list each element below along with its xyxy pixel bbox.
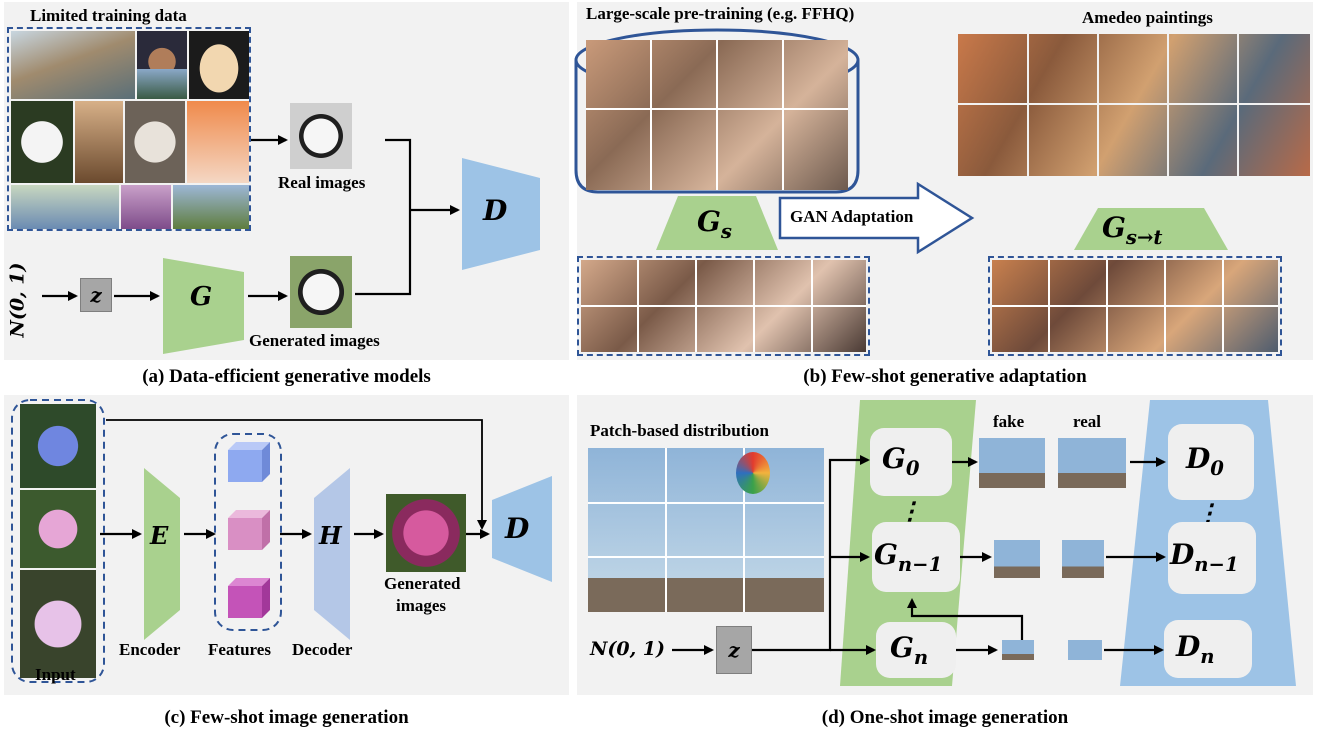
photo-dog (75, 101, 123, 183)
noise-label-a: N(0, 1) (6, 262, 29, 338)
input-dashed-group (11, 399, 105, 683)
real-label: real (1073, 412, 1102, 431)
connector-real (385, 138, 412, 210)
features-label: Features (208, 640, 271, 659)
photo-grumpy-cat (125, 101, 185, 183)
generated-panda-image (290, 256, 352, 328)
input-flower-2 (20, 490, 96, 568)
features-dashed-group (214, 433, 282, 631)
photo-venice (11, 31, 135, 99)
panel-c-background (4, 395, 569, 695)
discriminator-trapezoid-c (492, 476, 552, 582)
real-sample-0 (1058, 438, 1126, 488)
generator-label-a: G (190, 282, 213, 312)
fake-sample-n1 (994, 540, 1040, 578)
source-faces-grid (581, 260, 866, 352)
patch-distribution-label: Patch-based distribution (590, 421, 769, 440)
caption-c: (c) Few-shot image generation (164, 707, 409, 728)
decoder-trapezoid (314, 468, 350, 640)
dn-label: Dn (1176, 630, 1215, 668)
caption-d: (d) One-shot image generation (821, 707, 1069, 728)
ffhq-cylinder-body (574, 60, 860, 194)
gs-trapezoid (656, 196, 778, 250)
discriminator-label-c: D (505, 512, 530, 545)
fake-label: fake (993, 412, 1025, 431)
g0-box (870, 428, 952, 496)
input-flower-3 (20, 570, 96, 678)
gan-adaptation-arrow (778, 181, 975, 255)
dn1-label: Dn−1 (1170, 538, 1239, 576)
fake-sample-0 (979, 438, 1045, 488)
input-skip-connection (106, 419, 487, 530)
balloon-scene-patches (588, 448, 824, 612)
generated-images-label-c-1: Generated (384, 574, 461, 593)
gst-trapezoid (1074, 208, 1228, 250)
dn1-box (1168, 522, 1256, 594)
noise-label-d: N(0, 1) (590, 638, 666, 660)
latent-z-d: z (716, 626, 752, 674)
real-panda-image (290, 103, 352, 169)
gan-adaptation-label: GAN Adaptation (790, 207, 914, 226)
photo-vase (121, 185, 171, 229)
gn1-label: Gn−1 (874, 538, 943, 576)
encoder-symbol: E (150, 521, 169, 550)
photo-panda-bamboo (11, 101, 73, 183)
generated-images-label: Generated images (249, 331, 380, 350)
adapted-amedeo-outputs (988, 256, 1282, 356)
adapted-outputs-grid (992, 260, 1278, 352)
caption-a: (a) Data-efficient generative models (142, 366, 431, 387)
input-label: Input (35, 665, 76, 684)
d0-label: D0 (1186, 442, 1224, 480)
photo-garden (173, 185, 249, 229)
g0-label: G0 (882, 442, 920, 480)
decoder-label: Decoder (292, 640, 353, 659)
z-to-g0-connector (752, 455, 870, 652)
ffhq-face-grid (586, 40, 848, 190)
photo-seashell (189, 31, 249, 99)
target-domain-label: Amedeo paintings (1082, 8, 1213, 27)
encoder-trapezoid (144, 468, 180, 640)
real-sample-n1 (1062, 540, 1104, 578)
decoder-symbol: H (319, 521, 342, 550)
feature-cube-pink (228, 510, 270, 550)
photo-temple (137, 69, 187, 99)
feature-cube-magenta (228, 578, 270, 618)
latent-z-a: z (80, 278, 112, 312)
discriminator-label-a: D (483, 194, 508, 227)
gn1-box (872, 522, 960, 592)
pretraining-label: Large-scale pre-training (e.g. FFHQ) (586, 4, 855, 23)
real-sample-n (1068, 640, 1102, 660)
d0-box (1168, 424, 1254, 500)
generated-flower-image (386, 494, 466, 572)
real-images-label: Real images (278, 173, 366, 192)
feature-cube-blue (228, 442, 270, 482)
encoder-label: Encoder (119, 640, 181, 659)
photo-sailboats (11, 185, 119, 229)
balloon-hero (736, 452, 770, 494)
caption-b: (b) Few-shot generative adaptation (803, 366, 1087, 387)
upsample-feedback (907, 598, 1024, 642)
dn-box (1164, 620, 1252, 678)
gs-label: Gs (697, 205, 732, 243)
gn-box (876, 622, 956, 678)
amedeo-paintings-grid (958, 34, 1310, 176)
g-dots: ⋮ (898, 496, 922, 525)
input-flower-1 (20, 404, 96, 488)
discriminator-trapezoid-a (462, 158, 540, 270)
training-data-grid (7, 27, 251, 231)
few-shot-source-faces (577, 256, 870, 356)
generator-trapezoid-a (163, 258, 244, 354)
photo-anime-girl (187, 101, 249, 183)
gst-label: Gs→t (1102, 211, 1163, 249)
connector-generated (355, 210, 412, 296)
gn-label: Gn (890, 631, 929, 669)
limited-training-data-label: Limited training data (30, 6, 187, 25)
generated-images-label-c-2: images (396, 596, 447, 615)
fake-sample-n (1002, 640, 1034, 660)
